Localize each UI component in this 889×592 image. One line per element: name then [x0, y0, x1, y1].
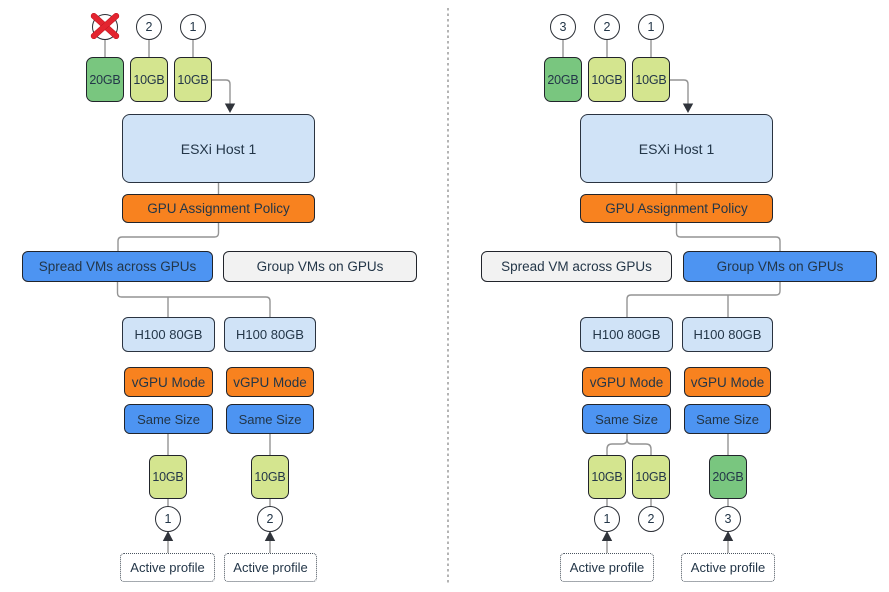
gpu-assignment-policy-box: GPU Assignment Policy — [122, 194, 315, 223]
same-size-box: Same Size — [582, 404, 671, 434]
gpu-h100-box: H100 80GB — [580, 317, 673, 352]
arrow-down-icon — [682, 103, 694, 113]
same-size-box: Same Size — [684, 404, 771, 434]
vm-number-circle: 3 — [715, 506, 741, 532]
active-profile-label: Active profile — [120, 553, 215, 582]
esxi-host-box: ESXi Host 1 — [580, 114, 773, 183]
option-spread-vms: Spread VMs across GPUs — [22, 251, 213, 282]
assigned-profile-box: 20GB — [709, 455, 747, 499]
vm-number-circle: 1 — [638, 14, 664, 40]
active-profile-label: Active profile — [681, 553, 775, 582]
vm-profile-box: 20GB — [544, 57, 582, 102]
gpu-assignment-policy-box: GPU Assignment Policy — [580, 194, 773, 223]
arrow-up-icon — [264, 531, 276, 541]
gpu-h100-box: H100 80GB — [682, 317, 773, 352]
vm-profile-box: 10GB — [130, 57, 168, 102]
vm-number-circle: 3 — [550, 14, 576, 40]
gpu-h100-box: H100 80GB — [122, 317, 215, 352]
vm-profile-box: 20GB — [86, 57, 124, 102]
assigned-profile-box: 10GB — [149, 455, 187, 499]
arrow-up-icon — [722, 531, 734, 541]
arrowheads — [162, 103, 734, 541]
vgpu-mode-box: vGPU Mode — [124, 367, 213, 397]
vm-number-circle: 2 — [136, 14, 162, 40]
same-size-box: Same Size — [124, 404, 213, 434]
vm-profile-box: 10GB — [632, 57, 670, 102]
option-group-vms: Group VMs on GPUs — [683, 251, 877, 282]
vm-number-circle: 1 — [155, 506, 181, 532]
assigned-profile-box: 10GB — [588, 455, 626, 499]
vm-profile-box: 10GB — [174, 57, 212, 102]
active-profile-label: Active profile — [224, 553, 317, 582]
vgpu-mode-box: vGPU Mode — [582, 367, 671, 397]
vgpu-mode-box: vGPU Mode — [226, 367, 314, 397]
vm-number-circle: 1 — [180, 14, 206, 40]
vm-number-circle: 2 — [257, 506, 283, 532]
arrow-up-icon — [162, 531, 174, 541]
option-group-vms: Group VMs on GPUs — [223, 251, 417, 282]
assigned-profile-box: 10GB — [251, 455, 289, 499]
assigned-profile-box: 10GB — [632, 455, 670, 499]
arrow-down-icon — [224, 103, 236, 113]
vm-profile-box: 10GB — [588, 57, 626, 102]
active-profile-label: Active profile — [560, 553, 654, 582]
vm-number-circle: 2 — [594, 14, 620, 40]
vm-number-circle: 1 — [594, 506, 620, 532]
option-spread-vms: Spread VM across GPUs — [481, 251, 672, 282]
same-size-box: Same Size — [226, 404, 314, 434]
vgpu-mode-box: vGPU Mode — [684, 367, 771, 397]
arrow-up-icon — [601, 531, 613, 541]
esxi-host-box: ESXi Host 1 — [122, 114, 315, 183]
gpu-h100-box: H100 80GB — [224, 317, 316, 352]
vm-number-circle: 2 — [638, 506, 664, 532]
vm-number-circle — [92, 14, 118, 40]
